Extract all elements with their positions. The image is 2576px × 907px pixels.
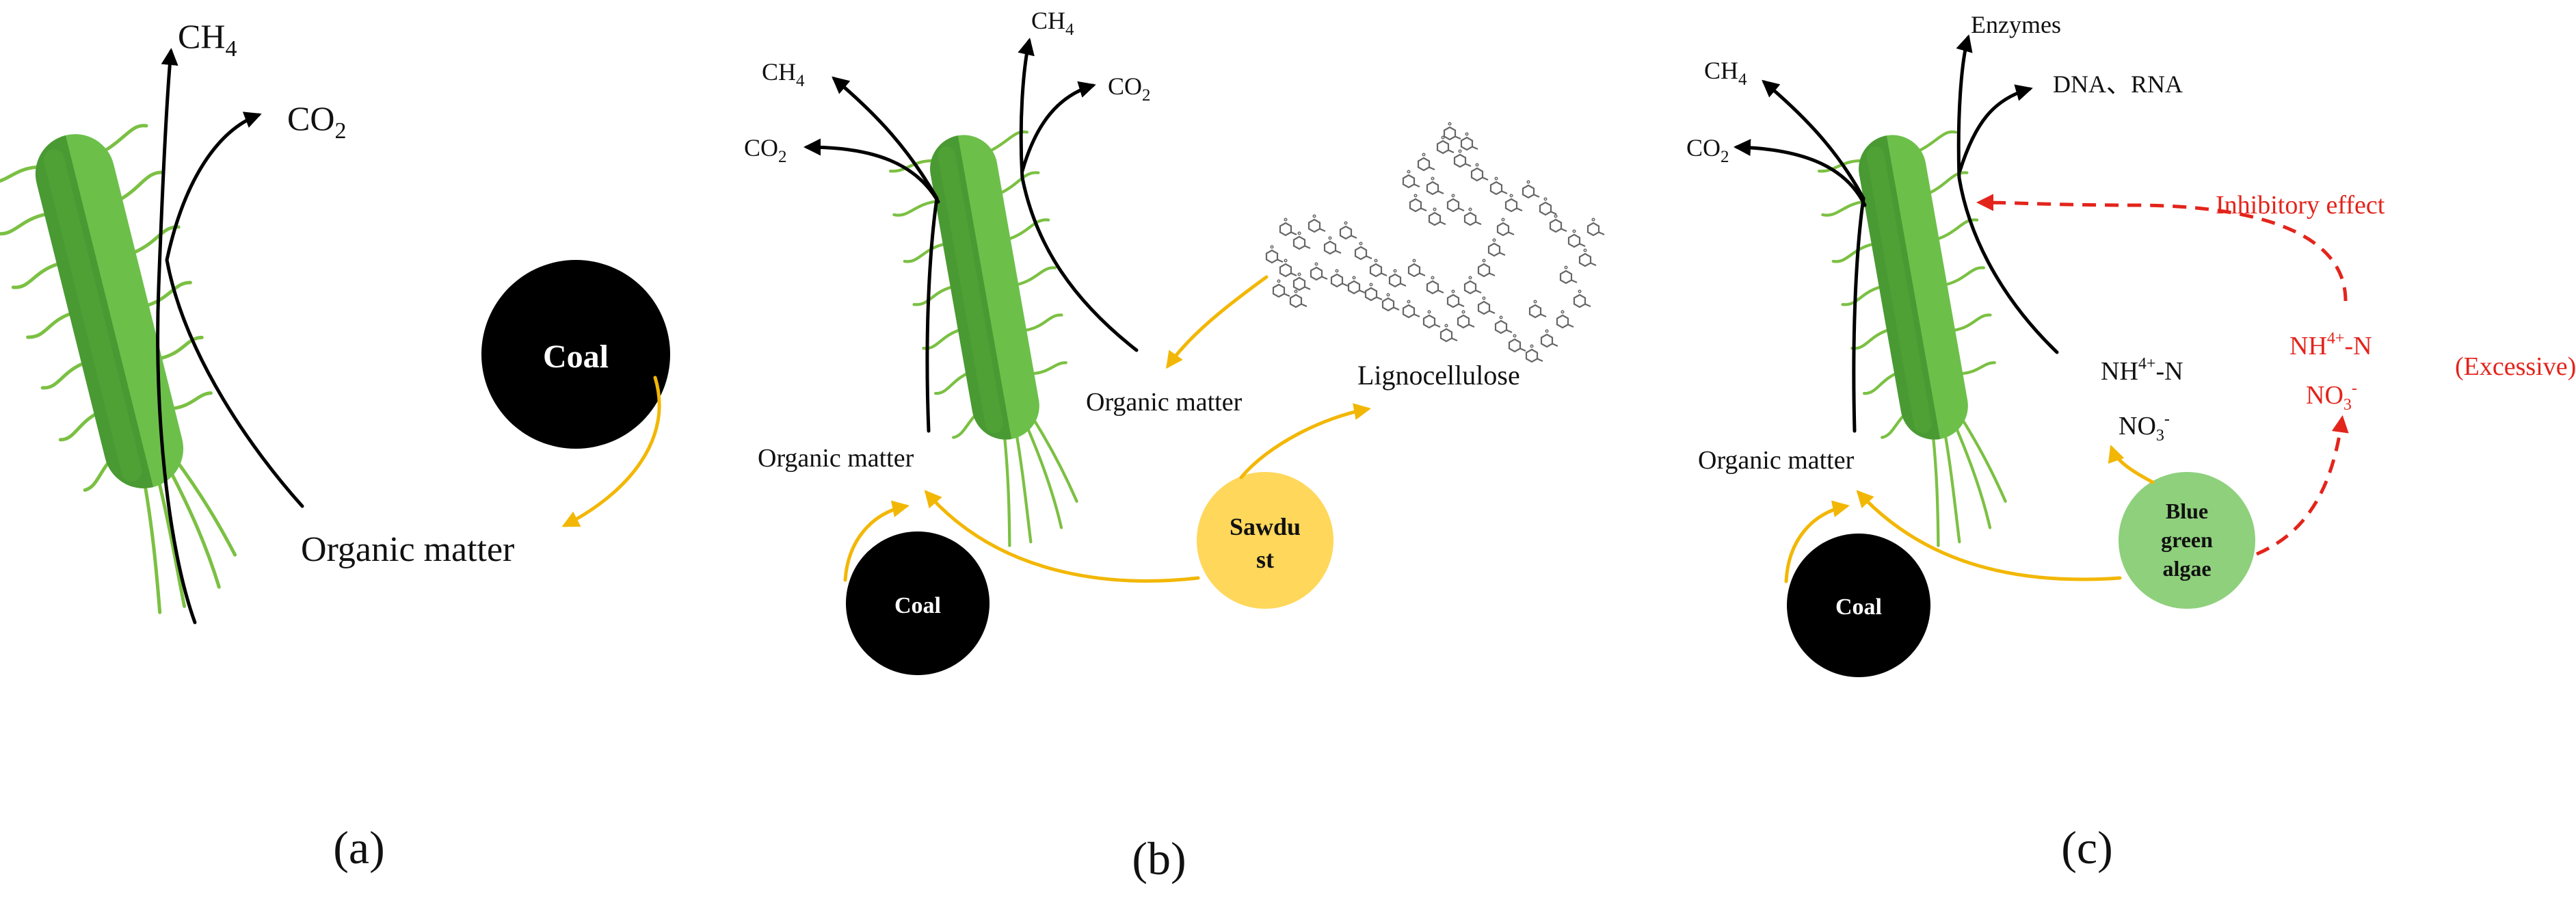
- panel-c: Enzymes DNA、RNA CH4 CO2 Inhibitory effec…: [1686, 11, 2576, 873]
- co2-label: CO2: [287, 99, 346, 144]
- enzymes-pathway-arrow: [1956, 34, 2059, 354]
- caption-c: (c): [2061, 821, 2112, 873]
- bacterium-icon: [0, 114, 268, 629]
- co2-left-pathway-arrow: [804, 138, 940, 204]
- co2-label: CO2: [1108, 73, 1151, 105]
- blue-green-algae-node: [2119, 472, 2255, 609]
- lignocellulose-to-organic-arrow: [1166, 275, 1269, 369]
- coal-label: Coal: [543, 339, 609, 375]
- panel-b: CH4 CO2 CH4 CO2: [744, 7, 1606, 884]
- algae-to-no3-excess-arrow: [2256, 415, 2349, 556]
- ch4-label: CH4: [178, 17, 237, 62]
- co2-pathway-arrow: [165, 111, 304, 508]
- coal-label: Coal: [1835, 594, 1882, 620]
- coal-to-organic-arrow: [1784, 500, 1850, 583]
- algae-label: Blue: [2166, 499, 2208, 523]
- co2-pathway-arrow: [1020, 81, 1096, 173]
- dna-rna-pathway-arrow: [1958, 84, 2033, 173]
- lignocellulose-molecule-icon: [1265, 122, 1606, 363]
- organic-matter-right-label: Organic matter: [1086, 388, 1243, 417]
- organic-matter-label: Organic matter: [301, 530, 514, 569]
- nh4-label: NH4+-N: [2101, 355, 2183, 386]
- no3-excess-label: NO3-: [2306, 380, 2357, 414]
- sawdust-to-organic-arrow: [924, 490, 1200, 583]
- sawdust-to-lignocellulose-arrow: [1239, 403, 1371, 479]
- no3-label: NO3-: [2119, 410, 2170, 445]
- coal-to-organic-arrow: [561, 376, 661, 527]
- coal-label: Coal: [894, 593, 941, 618]
- sawdust-label: st: [1256, 546, 1274, 573]
- co2-pathway-arrow: [1734, 139, 1867, 207]
- algae-label: algae: [2162, 556, 2211, 581]
- bacterium-icon: [1811, 122, 2031, 555]
- ch4-pathway-arrow: [156, 48, 197, 625]
- caption-b: (b): [1132, 832, 1186, 884]
- sawdust-label: Sawdu: [1230, 513, 1301, 540]
- coal-node: [846, 531, 990, 675]
- dna-rna-label: DNA、RNA: [2053, 70, 2183, 98]
- organic-matter-label: Organic matter: [1698, 446, 1855, 475]
- inhibitory-effect-label: Inhibitory effect: [2216, 191, 2385, 220]
- caption-a: (a): [333, 821, 384, 873]
- ch4-pathway-arrow: [1018, 38, 1139, 352]
- sawdust-node: [1197, 472, 1333, 609]
- lignocellulose-label: Lignocellulose: [1357, 360, 1520, 391]
- bacterium-icon: [882, 122, 1102, 555]
- ch4-left-label: CH4: [762, 58, 805, 90]
- panel-a: CH4 CO2 Coal Organic matter (a): [0, 17, 670, 873]
- nh4-excess-label: NH4+-N: [2289, 330, 2372, 360]
- ch4-left-pathway-arrow: [832, 76, 939, 433]
- coal-node: [481, 260, 670, 449]
- algae-to-organic-arrow: [1856, 490, 2122, 581]
- co2-left-label: CO2: [744, 134, 787, 166]
- coal-to-organic-arrow: [843, 500, 909, 582]
- algae-label: green: [2161, 527, 2213, 552]
- co2-label: CO2: [1686, 134, 1729, 166]
- ch4-label: CH4: [1704, 57, 1747, 89]
- inhibitory-effect-arrow: [1976, 194, 2348, 302]
- organic-matter-left-label: Organic matter: [758, 444, 914, 473]
- enzymes-label: Enzymes: [1971, 11, 2061, 38]
- coal-node: [1787, 534, 1930, 677]
- ch4-label: CH4: [1031, 7, 1074, 39]
- excessive-label: (Excessive): [2455, 352, 2576, 381]
- algae-to-no3-arrow: [2108, 445, 2155, 484]
